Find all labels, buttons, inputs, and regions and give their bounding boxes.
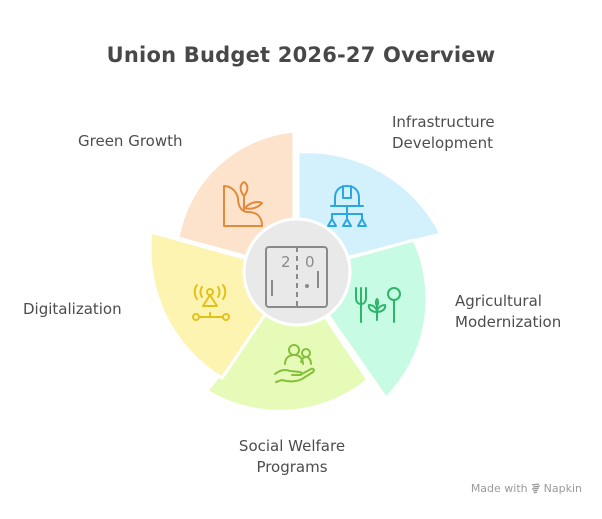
diagram-title: Union Budget 2026-27 Overview	[106, 43, 496, 67]
hardhat-network-icon	[327, 185, 367, 227]
napkin-logo-icon	[531, 483, 540, 494]
hand-people-icon	[274, 344, 315, 383]
label-agriculture: Agricultural Modernization	[455, 292, 562, 331]
score-digit-right: 0	[305, 253, 315, 271]
label-social-welfare: Social Welfare Programs	[238, 437, 346, 476]
napkin-brand: Napkin	[543, 482, 582, 495]
label-digitalization: Digitalization	[23, 300, 122, 318]
antenna-network-icon	[192, 284, 230, 321]
plant-hill-icon	[223, 181, 263, 227]
center-hub	[242, 217, 352, 327]
napkin-footer[interactable]: Made with Napkin	[471, 482, 582, 495]
score-digit-left: 2	[281, 253, 291, 271]
scoreboard-icon	[265, 246, 328, 308]
label-green-growth: Green Growth	[78, 132, 183, 150]
fork-sprout-spoon-icon	[355, 287, 401, 323]
segment-social-welfare[interactable]	[204, 271, 371, 413]
made-with-text: Made with	[470, 482, 528, 495]
label-infrastructure: Infrastructure Development	[392, 113, 495, 152]
